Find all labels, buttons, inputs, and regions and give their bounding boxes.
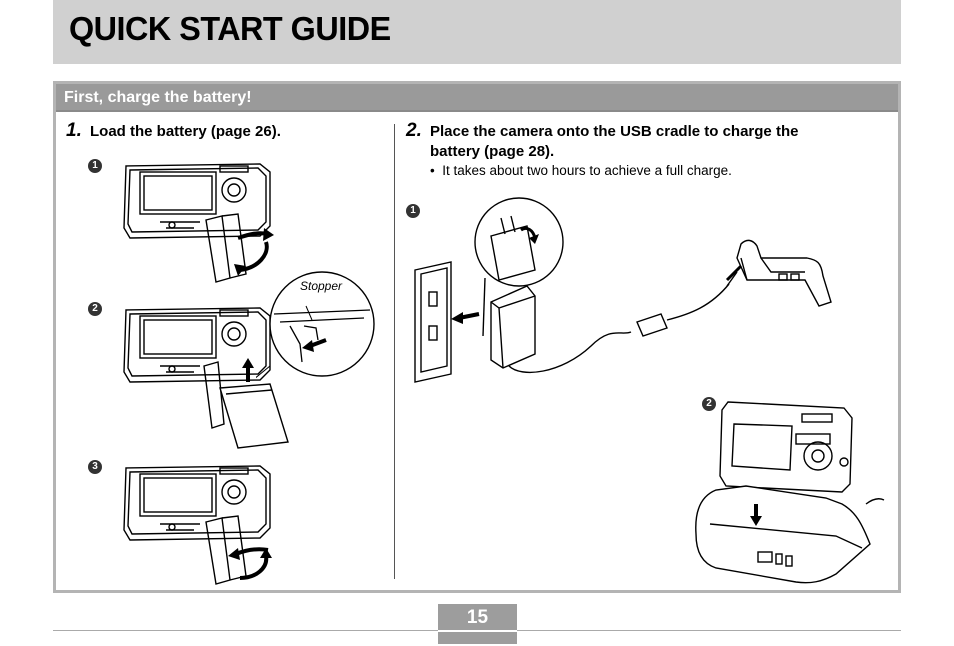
page-number-box: 15 bbox=[438, 604, 517, 644]
section-header: First, charge the battery! bbox=[56, 84, 898, 112]
step2-bullet-text: It takes about two hours to achieve a fu… bbox=[442, 163, 732, 178]
step2-text-line2: battery (page 28). bbox=[430, 143, 555, 160]
step1-marker-1: 1 bbox=[88, 159, 102, 173]
stopper-callout-illustration bbox=[256, 271, 375, 379]
step1-number: 1. bbox=[66, 120, 82, 141]
page-title: QUICK START GUIDE bbox=[69, 10, 391, 47]
camera-close-cover-illustration bbox=[123, 465, 272, 585]
column-divider bbox=[394, 124, 395, 579]
step2-marker-1: 1 bbox=[406, 204, 420, 218]
step1-text: Load the battery (page 26). bbox=[90, 123, 281, 140]
camera-insert-battery-illustration bbox=[123, 307, 289, 449]
header-band: QUICK START GUIDE bbox=[53, 0, 901, 64]
charger-connection-illustration bbox=[414, 197, 832, 383]
camera-battery-open-illustration bbox=[123, 163, 274, 283]
bullet-dot: • bbox=[430, 163, 443, 178]
step2-bullet: • It takes about two hours to achieve a … bbox=[430, 163, 732, 178]
camera-on-cradle-illustration bbox=[695, 401, 885, 584]
step1-marker-2: 2 bbox=[88, 302, 102, 316]
stopper-label: Stopper bbox=[300, 279, 343, 293]
step1-marker-3: 3 bbox=[88, 460, 102, 474]
page-number: 15 bbox=[466, 607, 489, 628]
step2-number: 2. bbox=[406, 120, 422, 141]
page-box-divider bbox=[438, 630, 517, 632]
section-box: First, charge the battery! 1. Load the b… bbox=[53, 81, 901, 593]
step2-text-line1: Place the camera onto the USB cradle to … bbox=[430, 123, 799, 140]
step2-marker-2: 2 bbox=[702, 397, 716, 411]
section-title: First, charge the battery! bbox=[64, 89, 252, 106]
